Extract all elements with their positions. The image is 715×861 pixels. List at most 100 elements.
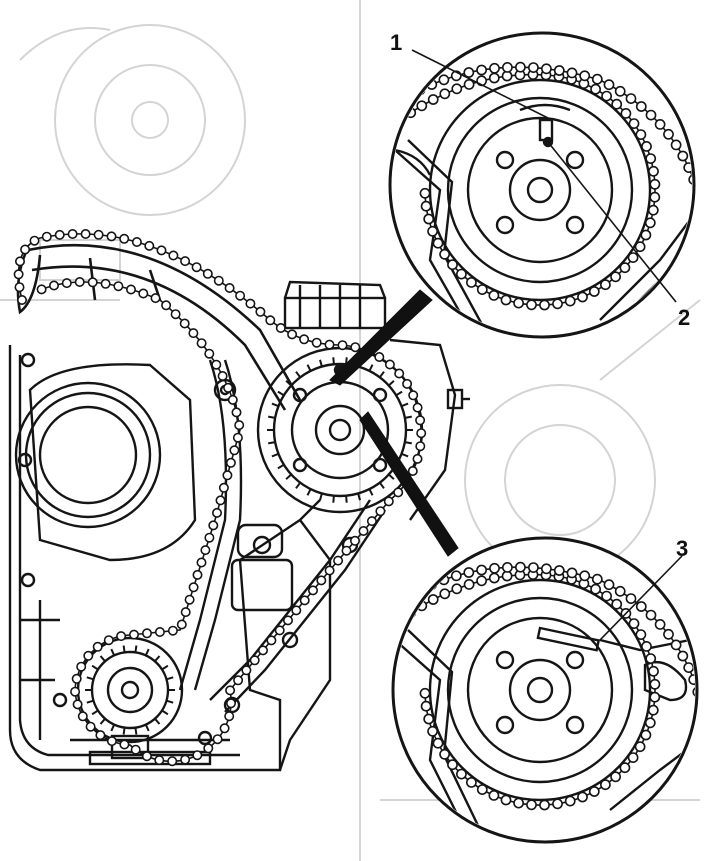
leader-lines (329, 289, 459, 557)
cam-sprocket-tooth (319, 359, 323, 367)
cam-sprocket-tooth (295, 371, 302, 378)
chain-link (103, 635, 114, 646)
chain-link (374, 351, 385, 362)
chain-link (647, 204, 659, 216)
chain-link (204, 532, 215, 543)
chain-link (635, 129, 647, 140)
chain-link (419, 187, 431, 199)
chain-link (590, 583, 601, 595)
chain-link (402, 378, 413, 389)
chain-link (170, 309, 181, 320)
chain-link (203, 743, 214, 754)
callout-3-label: 3 (676, 536, 688, 561)
chain-link (156, 245, 167, 256)
cam-sprocket-tooth (345, 495, 348, 503)
chain-link (211, 359, 222, 370)
chain-link (70, 686, 81, 697)
cam-sprocket-tooth (332, 495, 335, 503)
crank-sprocket-tooth (110, 648, 116, 656)
chain-link (635, 601, 647, 612)
chain-link (212, 507, 223, 518)
chain-link (627, 252, 639, 263)
chain-link (212, 734, 223, 745)
crank-sprocket-tooth (154, 655, 161, 662)
chain-link (191, 262, 202, 273)
chain-link (14, 282, 25, 293)
chain-link (600, 279, 611, 291)
chain-link (167, 756, 178, 767)
chain-link (307, 585, 318, 596)
chain-link (439, 88, 451, 100)
chain-link (93, 229, 104, 240)
chain-link (476, 284, 488, 295)
chain-link (476, 64, 487, 76)
callout-3-leader (599, 555, 683, 641)
chain-link (465, 777, 477, 788)
chain-link (588, 786, 600, 797)
chain-link (222, 470, 233, 481)
chain-link (161, 300, 172, 311)
chain-link (113, 281, 124, 292)
chain-link (85, 721, 96, 732)
chain-link (218, 482, 229, 493)
chain-link (208, 520, 219, 531)
crank-sprocket-tooth (154, 718, 161, 725)
cam-sprocket-tooth (285, 473, 292, 480)
chain-link (438, 74, 450, 86)
chain-link (337, 340, 348, 351)
cam-sprocket-tooth (306, 488, 312, 496)
chain-link (106, 736, 117, 747)
chain-link (299, 334, 310, 345)
callout-2-leader (547, 141, 677, 303)
chain-link (74, 276, 85, 287)
crank-sprocket-tooth (144, 724, 150, 732)
crank-sprocket-tooth (91, 709, 99, 716)
chain-link (641, 641, 652, 652)
chain-link (611, 598, 623, 610)
chain-link (311, 337, 322, 348)
chain-link (526, 799, 537, 811)
chain-link (515, 561, 526, 573)
crank-sprocket-tooth (91, 664, 99, 671)
chain-link (416, 100, 428, 112)
chain-link (299, 595, 310, 606)
chain-link (645, 109, 657, 121)
chain-link (287, 329, 298, 340)
chain-link (349, 535, 360, 546)
chain-link (588, 286, 600, 297)
callout-2-label: 2 (678, 305, 690, 330)
chain-link (663, 128, 674, 140)
chain-link (670, 639, 682, 651)
chain-link (168, 250, 179, 261)
chain-link (654, 119, 666, 130)
chain-link (257, 645, 268, 656)
chain-link (564, 295, 576, 307)
chain-link (515, 61, 526, 73)
chain-link (645, 653, 657, 664)
chain-link (465, 276, 477, 288)
chain-link (500, 294, 512, 306)
chain-link (513, 297, 524, 309)
cam-sprocket-tooth (404, 441, 412, 445)
crank-sprocket-tooth (161, 664, 169, 671)
cam-sprocket-tooth (388, 380, 395, 387)
chain-link (644, 217, 656, 229)
chain-link (601, 90, 612, 102)
chain-link (427, 225, 438, 237)
chain-link (601, 590, 612, 602)
chain-link (610, 271, 621, 283)
chain-link (500, 794, 512, 806)
cam-sprocket-tooth (319, 493, 323, 501)
chain-link (395, 614, 406, 626)
detail-view-lower (391, 536, 699, 844)
chain-link (683, 662, 695, 673)
chain-link (154, 755, 165, 766)
chain-link (647, 704, 659, 716)
chain-link (688, 674, 695, 685)
chain-link (234, 420, 245, 431)
chain-link (225, 457, 236, 468)
chain-link (476, 575, 487, 587)
chain-link (249, 655, 260, 666)
chain-link (645, 153, 657, 164)
chain-link (150, 293, 161, 304)
